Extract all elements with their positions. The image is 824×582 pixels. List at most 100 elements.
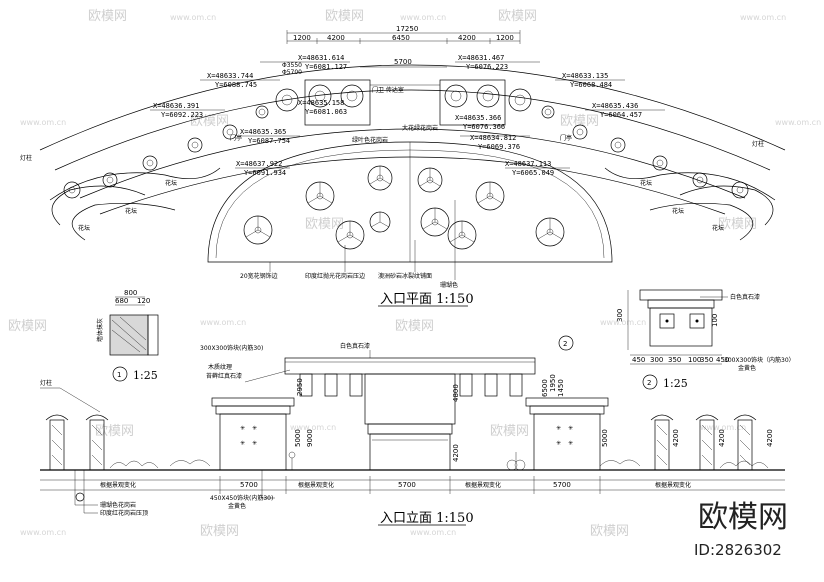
coord-x: X=48635.365 bbox=[240, 128, 286, 136]
detail1-dim: 120 bbox=[137, 297, 150, 305]
detail2-dim: 100 bbox=[711, 314, 719, 327]
watermark-brand: 欧模网 bbox=[395, 319, 434, 334]
pattern-mark: ✳ bbox=[240, 425, 245, 432]
plan-pinwheels bbox=[243, 165, 565, 250]
detail2-number: 2 bbox=[647, 379, 651, 387]
detail1-dim: 800 bbox=[124, 289, 137, 297]
pavilion-label: 门亭 bbox=[230, 134, 242, 142]
elev-bottom-note: 印度红花岗岩压顶 bbox=[100, 509, 148, 517]
elev-bottom-dim: 5700 bbox=[553, 481, 571, 489]
detail2-dim: 450 bbox=[632, 356, 645, 364]
shrub bbox=[169, 459, 211, 467]
coord-y: Y=6088.745 bbox=[215, 81, 257, 89]
elev-note: 苔藓红真石漆 bbox=[206, 372, 242, 380]
material-label: 印度红抛光花岗岩压边 bbox=[305, 272, 365, 280]
pattern-mark: ✳ bbox=[568, 425, 573, 432]
pavilion-label: 门亭 bbox=[560, 134, 572, 142]
lamp-label: 灯柱 bbox=[20, 154, 32, 162]
elev-dim: 4200 bbox=[718, 429, 726, 447]
watermark-brand: 欧模网 bbox=[325, 9, 364, 24]
gate-room-label: 门卫 传达室 bbox=[372, 86, 404, 94]
detail-1: 800 680 120 墙体抹灰 1 1:25 bbox=[96, 289, 159, 382]
coord-x: X=48636.391 bbox=[153, 102, 199, 110]
pattern-mark: ✳ bbox=[568, 440, 573, 447]
coord-x: X=48637.113 bbox=[505, 160, 551, 168]
pattern-mark: ✳ bbox=[556, 440, 561, 447]
pattern-mark: ✳ bbox=[252, 425, 257, 432]
coord-x: X=48633.135 bbox=[562, 72, 608, 80]
elev-note: 300X300饰块(内筋30) bbox=[200, 344, 263, 352]
pattern-mark: ✳ bbox=[240, 440, 245, 447]
lamp-label: 灯柱 bbox=[752, 140, 764, 148]
ground-note: 根据景观变化 bbox=[465, 481, 501, 489]
detail1-dim: 680 bbox=[115, 297, 128, 305]
watermark-url: www.om.cn bbox=[20, 118, 66, 127]
watermark-brand: 欧模网 bbox=[200, 524, 239, 539]
detail2-dim: 300 bbox=[616, 309, 624, 322]
watermark-url: www.om.cn bbox=[170, 13, 216, 22]
elevation-lamp-columns bbox=[45, 414, 757, 471]
watermark-url: www.om.cn bbox=[410, 528, 456, 537]
pattern-mark: ✳ bbox=[252, 440, 257, 447]
flowerbed-label: 花坛 bbox=[672, 207, 684, 215]
pattern-mark: ✳ bbox=[556, 425, 561, 432]
watermark-url: www.om.cn bbox=[700, 423, 746, 432]
elevation-title: 入口立面 1:150 bbox=[380, 511, 474, 526]
watermark-brand: 欧模网 bbox=[560, 114, 599, 129]
detail-2: 白色真石漆 300 100 450 300 350 100 350 450 30… bbox=[616, 289, 795, 390]
brand-name: 欧模网 bbox=[698, 500, 788, 535]
elev-dim: 5000 bbox=[601, 429, 609, 447]
watermarks: 欧模网 www.om.cn 欧模网 www.om.cn 欧模网 www.om.c… bbox=[8, 9, 821, 539]
coord-x: X=48633.744 bbox=[207, 72, 253, 80]
elev-dim: 4200 bbox=[452, 444, 460, 462]
detail2-note: 300X300饰块（内筋30） bbox=[724, 356, 795, 364]
shrub bbox=[109, 460, 159, 469]
plan-title: 入口平面 1:150 bbox=[380, 292, 474, 307]
plan-dim: 1200 bbox=[496, 34, 514, 42]
coord-x: X=48631.614 bbox=[298, 54, 344, 62]
watermark-brand: 欧模网 bbox=[718, 217, 757, 232]
ground-note: 根据景观变化 bbox=[655, 481, 691, 489]
elev-note: 木质纹理 bbox=[208, 363, 232, 371]
flowerbed-label: 花坛 bbox=[712, 224, 724, 232]
detail2-dim: 450 bbox=[716, 356, 729, 364]
coord-y: Y=6087.754 bbox=[248, 137, 290, 145]
shrub bbox=[719, 460, 769, 469]
shrub bbox=[599, 459, 641, 467]
watermark-brand: 欧模网 bbox=[498, 9, 537, 24]
flowerbed-label: 花坛 bbox=[78, 224, 90, 232]
detail2-dim: 100 bbox=[688, 356, 701, 364]
plan-columns bbox=[63, 84, 749, 199]
coord-x: X=48635.436 bbox=[592, 102, 638, 110]
ground-note: 根据景观变化 bbox=[298, 481, 334, 489]
coord-x: X=48631.467 bbox=[458, 54, 504, 62]
flowerbed-label: 花坛 bbox=[640, 179, 652, 187]
elev-lamp-label: 灯柱 bbox=[40, 379, 52, 387]
elev-dim: 4200 bbox=[766, 429, 774, 447]
elev-dim: 4800 bbox=[452, 384, 460, 402]
elev-top-label: 白色真石漆 bbox=[340, 342, 370, 350]
coord-y: Y=6069.376 bbox=[478, 143, 520, 151]
watermark-url: www.om.cn bbox=[290, 423, 336, 432]
phi-label: Φ3550 bbox=[282, 62, 302, 69]
plan-dim: 1200 bbox=[293, 34, 311, 42]
watermark-brand: 欧模网 bbox=[88, 9, 127, 24]
elev-bottom-dim: 5700 bbox=[398, 481, 416, 489]
coord-x: X=48635.158 bbox=[298, 99, 344, 107]
pave-label: 绿叶色花岗岩 bbox=[352, 136, 388, 144]
material-label: 珊瑚色 bbox=[440, 281, 458, 289]
brand-id: ID:2826302 bbox=[694, 541, 782, 559]
detail2-top-label: 白色真石漆 bbox=[730, 293, 760, 301]
plan-dim: 4200 bbox=[327, 34, 345, 42]
flowerbed-label: 花坛 bbox=[125, 207, 137, 215]
elev-dim: 2950 bbox=[296, 378, 304, 396]
elev-dim: 4200 bbox=[672, 429, 680, 447]
entrance-elevation: ✳ ✳ ✳ ✳ ✳ ✳ ✳ ✳ bbox=[40, 335, 785, 526]
coord-y: Y=6081.063 bbox=[305, 108, 347, 116]
watermark-brand: 欧模网 bbox=[590, 524, 629, 539]
entrance-plan: 17250 1200 4200 6450 4200 1200 5700 bbox=[20, 25, 786, 307]
elev-dim: 9000 bbox=[306, 429, 314, 447]
detail2-scale: 1:25 bbox=[663, 377, 688, 390]
elev-bottom-note: 金黄色 bbox=[228, 502, 246, 510]
pave-label: 大花绿花岗岩 bbox=[402, 124, 438, 132]
